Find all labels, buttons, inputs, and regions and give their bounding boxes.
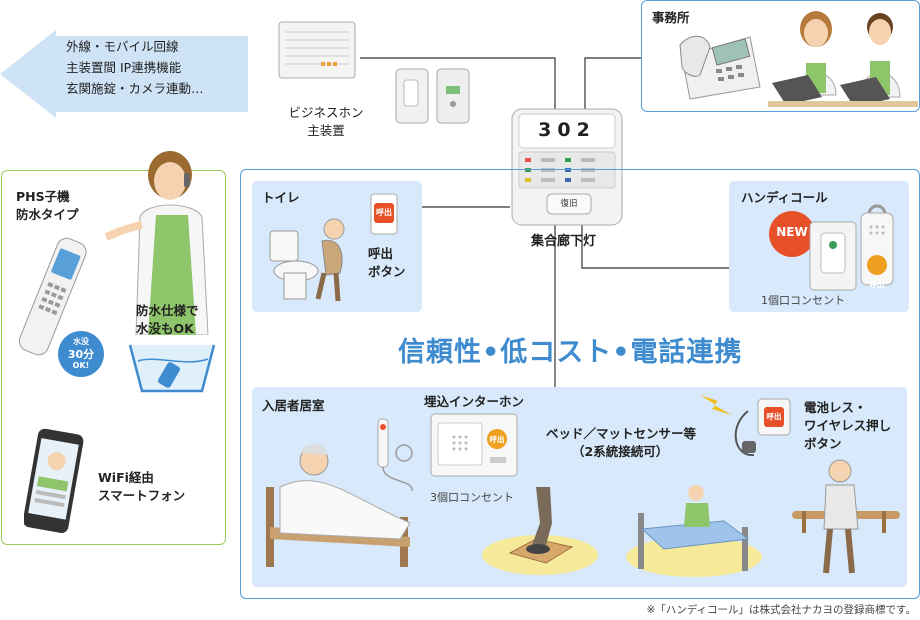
handy-call-pendant[interactable]: 呼出 — [859, 201, 895, 289]
sensor-label-2: （2系統接続可） — [572, 444, 669, 459]
main-unit-label-2: 主装置 — [307, 123, 345, 138]
badge-bot-text: OK! — [72, 361, 90, 370]
phs-handset-icon — [14, 231, 94, 361]
intercom-device[interactable]: 呼出 — [430, 413, 518, 477]
submersion-badge: 水没 30分 OK! — [58, 331, 104, 377]
resident-room-panel: 入居者居室 埋込インターホン 呼出 3個口コンセント ベッド／マット — [252, 387, 907, 587]
handy-call-button-badge: 呼出 — [869, 280, 885, 289]
intercom-title: 埋込インターホン — [424, 394, 525, 409]
wall-device-2 — [436, 68, 470, 124]
sensor-label-1: ベッド／マットセンサー等 — [546, 426, 697, 441]
handrail-walker-illustration — [782, 457, 904, 581]
toilet-person-illustration — [266, 211, 362, 307]
phs-label-1: PHS子機 — [16, 189, 70, 204]
office-title: 事務所 — [652, 10, 690, 25]
wall-device-1 — [395, 68, 429, 124]
woman-with-phone-illustration — [102, 145, 226, 336]
bed-sensor-illustration — [624, 479, 764, 579]
toilet-panel: トイレ 呼出 呼出 ボタン — [252, 181, 422, 312]
bed-resident-illustration — [260, 427, 420, 577]
smartphone-icon — [22, 427, 84, 537]
line-mainunit-to-light — [360, 57, 556, 110]
handy-call-title: ハンディコール — [741, 190, 828, 205]
wifi-label-2: スマートフォン — [98, 488, 186, 503]
reset-button-label: 復旧 — [560, 199, 578, 209]
headline: 信頼性•低コスト•電話連携 — [398, 337, 743, 368]
wireless-label-1: 電池レス・ — [804, 400, 867, 415]
office-box: 事務所 — [641, 0, 920, 112]
new-badge-text: NEW — [776, 225, 808, 239]
floor-mat-sensor-illustration — [480, 483, 600, 579]
main-unit-label-1: ビジネスホン — [288, 105, 364, 120]
handy-call-outlet: 1個口コンセント — [761, 294, 845, 307]
desk-phone-icon — [676, 27, 764, 101]
arrow-line-3: 玄関施錠・カメラ連動… — [66, 81, 204, 96]
phs-label-2: 防水タイプ — [16, 207, 79, 222]
arrow-line-2: 主装置間 IP連携機能 — [66, 60, 182, 75]
arrow-line-1: 外線・モバイル回線 — [66, 39, 179, 54]
badge-mid-text: 30分 — [67, 348, 95, 361]
handy-call-panel: ハンディコール NEW 呼出 1個口コンセント — [729, 181, 909, 312]
toilet-caption-1: 呼出 — [368, 246, 394, 261]
room-number: 302 — [538, 119, 596, 141]
footnote: ※「ハンディコール」は株式会社ナカヨの登録商標です。 — [646, 604, 916, 616]
nurse-call-handset-icon — [374, 413, 422, 493]
main-unit-icon — [277, 18, 359, 80]
lightning-icon — [698, 389, 734, 419]
wireless-button-device[interactable]: 呼出 — [728, 397, 792, 463]
mobile-devices-box: PHS子機 防水タイプ 水没 30分 OK! 防水仕様で 水没もOK — [1, 151, 226, 545]
toilet-title: トイレ — [262, 190, 300, 205]
new-badge: NEW — [769, 211, 815, 257]
intercom-outlet: 3個口コンセント — [430, 491, 514, 504]
resident-room-title: 入居者居室 — [262, 398, 325, 413]
badge-top-text: 水没 — [73, 337, 89, 346]
toilet-button-badge: 呼出 — [376, 208, 392, 217]
waterproof-label-1: 防水仕様で — [136, 303, 199, 318]
corridor-light-device: 302 復旧 — [511, 108, 623, 226]
wireless-button-badge: 呼出 — [766, 412, 782, 421]
toilet-call-button[interactable]: 呼出 — [370, 193, 398, 235]
wifi-label-1: WiFi経由 — [98, 470, 154, 485]
external-features-arrow: 外線・モバイル回線 主装置間 IP連携機能 玄関施錠・カメラ連動… — [0, 30, 248, 118]
intercom-badge: 呼出 — [489, 435, 505, 444]
office-staff-illustration — [768, 5, 918, 109]
wireless-label-2: ワイヤレス押し — [804, 418, 892, 433]
corridor-light-caption: 集合廊下灯 — [531, 234, 597, 249]
water-basin-icon — [126, 339, 218, 395]
line-office-to-light — [584, 57, 641, 110]
toilet-caption-2: ボタン — [368, 264, 406, 279]
wireless-label-3: ボタン — [804, 436, 842, 451]
handy-call-receiver-icon — [809, 221, 857, 291]
waterproof-label-2: 水没もOK — [136, 321, 194, 336]
